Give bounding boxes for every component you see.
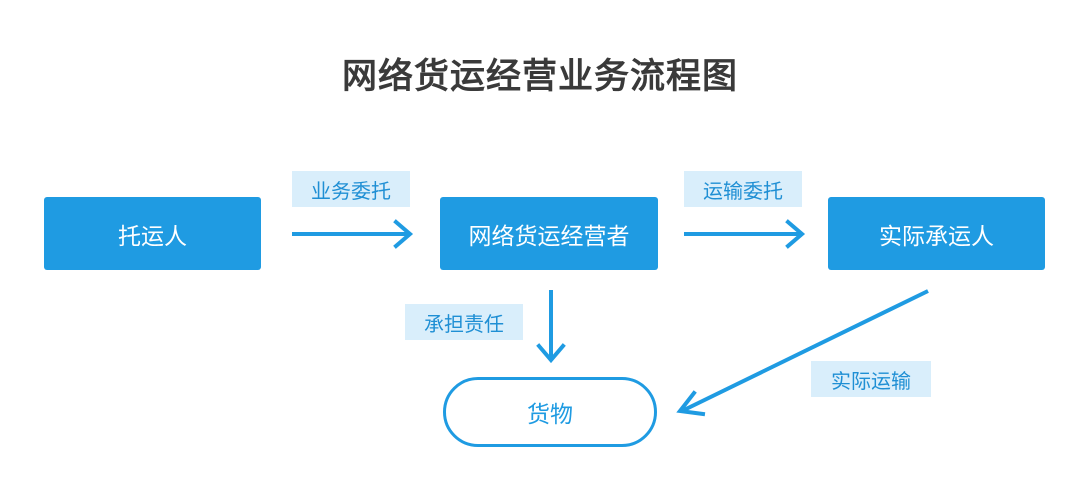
arrow-carrier-to-cargo	[676, 289, 929, 417]
arrow-operator-to-carrier	[684, 219, 806, 249]
edge-label-assume-liability: 承担责任	[405, 304, 523, 340]
edge-label-actual-transport: 实际运输	[811, 361, 931, 397]
edge-label-transport-entrust: 运输委托	[684, 171, 802, 207]
node-actual-carrier: 实际承运人	[828, 197, 1045, 270]
node-shipper: 托运人	[44, 197, 261, 270]
diagram-title: 网络货运经营业务流程图	[341, 57, 738, 97]
arrow-operator-to-cargo	[536, 290, 566, 364]
node-network-freight-operator: 网络货运经营者	[440, 197, 658, 270]
node-cargo: 货物	[443, 377, 657, 447]
edge-label-business-entrust: 业务委托	[292, 171, 410, 207]
arrow-shipper-to-operator	[292, 219, 414, 249]
